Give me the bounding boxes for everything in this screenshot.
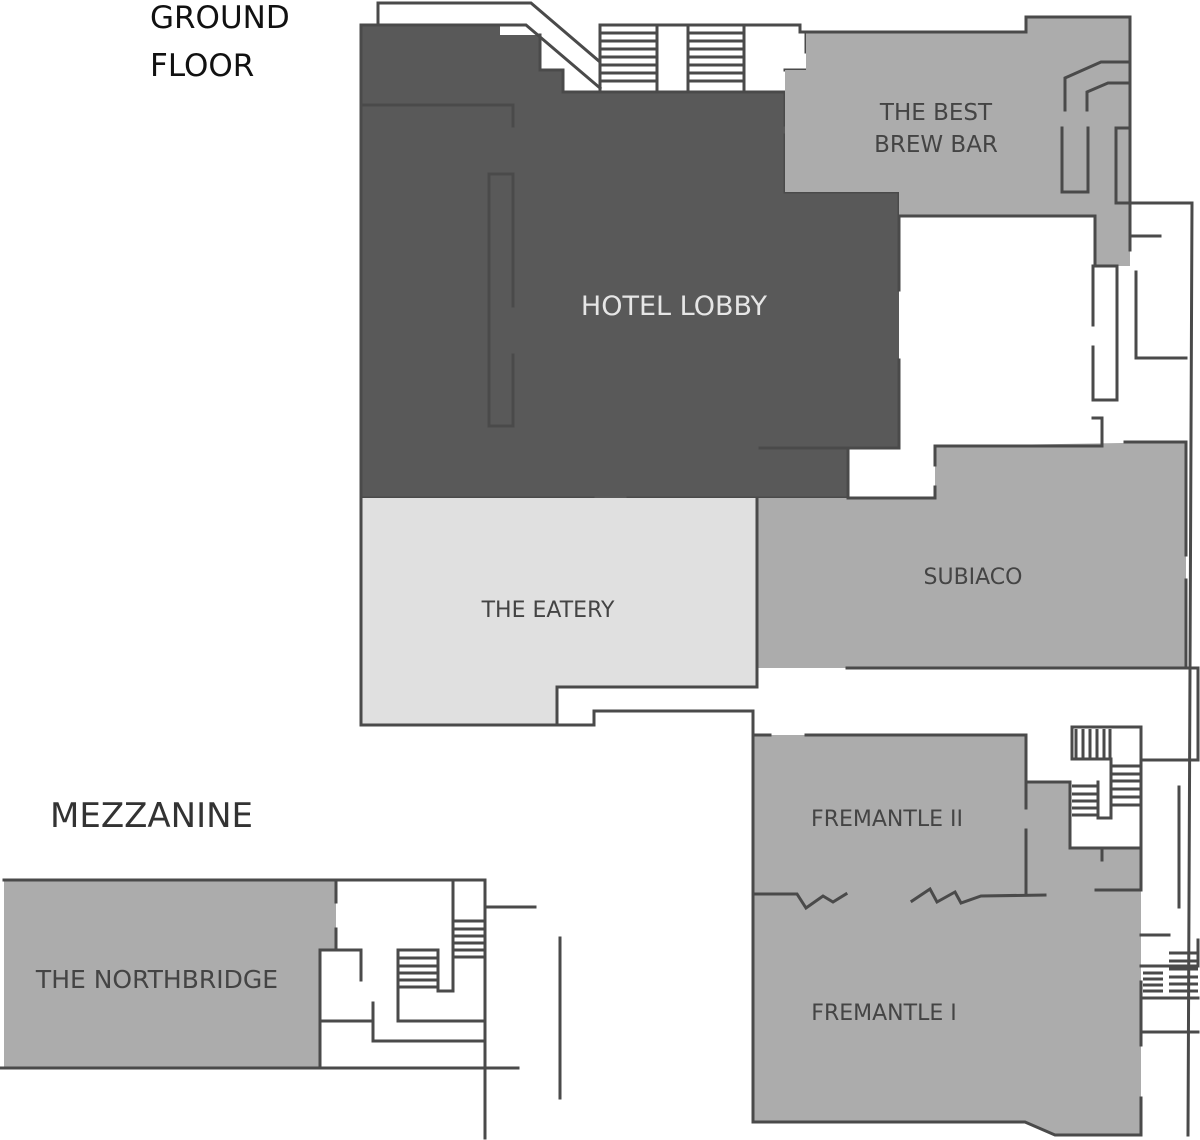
ground-floor-title-line1: GROUND [150,0,290,36]
fremantle-i-label: FREMANTLE I [811,1001,956,1026]
ground-floor-title-line2: FLOOR [150,48,255,84]
room-fremantle-i[interactable] [751,733,1143,1137]
room-the-northbridge[interactable] [0,878,562,1140]
room-fremantle-ii[interactable] [751,733,1141,1135]
the-northbridge-label: THE NORTHBRIDGE [35,965,278,994]
room-best-brew-bar[interactable] [785,15,1194,1137]
hotel-lobby-label: HOTEL LOBBY [581,291,768,322]
ground-floor-title: GROUND FLOOR [150,0,290,90]
mezzanine-stairs [398,919,485,989]
subiaco-label: SUBIACO [924,565,1023,590]
east-stairs [1068,725,1200,1034]
fremantle-ii-label: FREMANTLE II [811,807,963,832]
room-subiaco[interactable] [755,416,1200,762]
room-hotel-lobby[interactable] [359,23,901,500]
the-eatery-label: THE EATERY [481,598,615,623]
mezzanine-title: MEZZANINE [50,796,254,836]
best-brew-bar-label-2: BREW BAR [874,132,998,158]
best-brew-bar-label-1: THE BEST [879,100,993,126]
